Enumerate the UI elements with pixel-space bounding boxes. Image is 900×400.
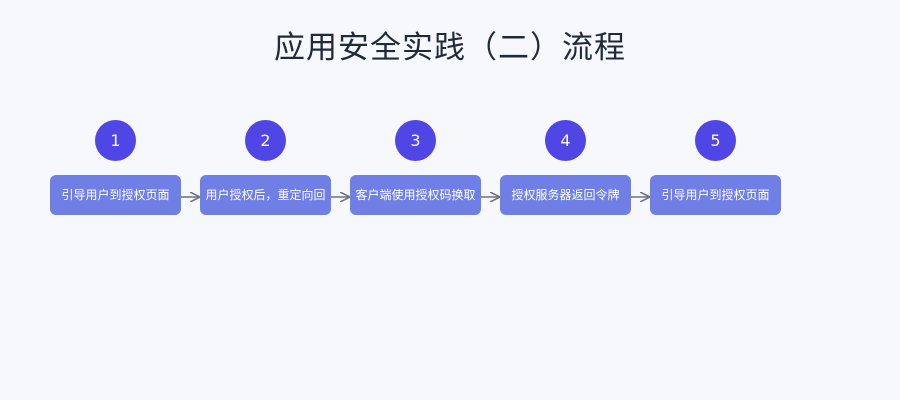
step-3-box: 客户端使用授权码换取 <box>350 175 481 215</box>
step-2-number: 2 <box>245 120 286 161</box>
step-2-box: 用户授权后，重定向回 <box>200 175 331 215</box>
step-4-number: 4 <box>545 120 586 161</box>
step-5-number: 5 <box>695 120 736 161</box>
step-4-box: 授权服务器返回令牌 <box>500 175 631 215</box>
step-3-number: 3 <box>395 120 436 161</box>
diagram-title: 应用安全实践（二）流程 <box>274 30 626 66</box>
step-1-box: 引导用户到授权页面 <box>50 175 181 215</box>
step-5-box: 引导用户到授权页面 <box>650 175 781 215</box>
step-1-number: 1 <box>95 120 136 161</box>
